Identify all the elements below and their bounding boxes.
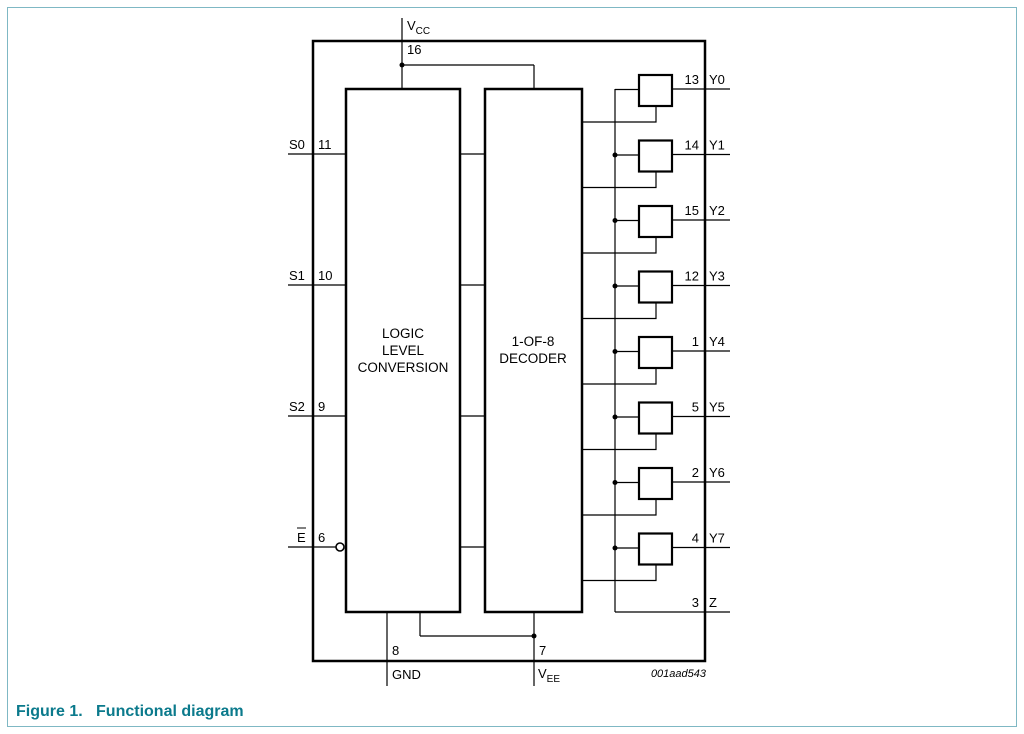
gnd-label: GND [392,667,421,682]
z-label: Z [709,595,717,610]
analog-switch [637,401,674,435]
drawing-id: 001aad543 [651,668,707,680]
vcc-label-main: V [407,18,416,33]
vcc-junction-dot [399,62,405,68]
input-pin: 11 [318,137,332,152]
vee-label-main: V [538,666,547,681]
control-line [582,368,657,385]
output-pin: 12 [685,269,699,284]
vee-label-sub: EE [547,674,561,685]
switch-channel: 1 Y4 [582,334,730,385]
output-pin: 4 [692,531,699,546]
switch-channel: 13 Y0 [582,72,730,123]
control-line [582,499,657,516]
output-name: Y3 [709,269,725,284]
control-line [582,237,657,254]
analog-switch [637,204,674,239]
analog-switch [637,139,674,173]
control-line [582,564,657,582]
output-name: Y1 [709,138,725,153]
z-pin: 3 [692,595,699,610]
logic-label-line: CONVERSION [358,360,449,375]
enable-inversion-bubble [335,542,345,552]
logic-block-label: LOGIC LEVEL CONVERSION [358,326,449,375]
input-name: S2 [289,399,305,414]
ground-wiring [386,612,535,686]
vcc-wiring [401,18,535,89]
gnd-pin: 8 [392,643,399,658]
analog-switch [637,270,674,304]
junction-dot [612,152,618,158]
output-pin: 1 [692,334,699,349]
vee-label: VEE [538,666,560,685]
junction-dot [612,349,618,354]
output-name: Y7 [709,531,725,546]
output-name: Y2 [709,203,725,218]
input-pin: 10 [318,268,332,283]
control-line [582,106,657,123]
switch-channel: 5 Y5 [582,400,730,451]
output-name: Y0 [709,72,725,87]
output-pin: 14 [685,138,699,153]
control-line [582,433,657,451]
output-pin: 5 [692,400,699,415]
junction-dot [612,283,618,289]
analog-switch [637,532,674,566]
logic-label-line: LOGIC [382,326,424,341]
decoder-label-line: 1-OF-8 [512,334,555,349]
input-labels: S0 11 S1 10 S2 9 E 6 [289,137,332,545]
vcc-label-sub: CC [416,26,430,37]
analog-switch [637,466,674,501]
output-name: Y5 [709,400,725,415]
input-name: S0 [289,137,305,152]
switch-channels: 13 Y0 14 Y1 15 Y2 12 Y3 1 Y4 5 Y5 2 Y6 4 Y7 [582,72,730,582]
switch-channel: 14 Y1 [582,138,730,189]
decoder-label-line: DECODER [499,351,567,366]
switch-channel: 2 Y6 [582,465,730,516]
caption-number: Figure 1. [16,703,83,720]
output-pin: 13 [685,72,699,87]
control-line [582,171,657,189]
supply-labels: VCC 16 8 GND 7 VEE [392,18,560,685]
analog-switch [637,73,674,108]
logic-level-conversion-block [344,87,462,614]
control-line [582,302,657,320]
input-pin: 6 [318,530,325,545]
junction-dot [612,218,618,223]
vcc-pin: 16 [407,42,421,57]
junction-dot [612,480,618,485]
analog-switch [637,335,674,370]
enable-name: E [297,530,306,545]
decoder-block-label: 1-OF-8 DECODER [499,334,567,366]
switch-channel: 12 Y3 [582,269,730,320]
vcc-label: VCC [407,18,430,37]
internal-connections [460,153,485,548]
input-wiring [288,153,346,548]
switch-channel: 15 Y2 [582,203,730,254]
output-pin: 15 [685,203,699,218]
input-pin: 9 [318,399,325,414]
vee-junction-dot [531,633,537,639]
input-name: S1 [289,268,305,283]
logic-label-line: LEVEL [382,343,425,358]
caption-title: Functional diagram [96,703,244,720]
vee-pin: 7 [539,643,546,658]
switch-channel: 4 Y7 [582,531,730,582]
output-name: Y6 [709,465,725,480]
figure-caption: Figure 1. Functional diagram [16,703,244,721]
junction-dot [612,545,618,551]
junction-dot [612,414,618,420]
output-name: Y4 [709,334,725,349]
output-pin: 2 [692,465,699,480]
figure-frame [7,7,1017,727]
